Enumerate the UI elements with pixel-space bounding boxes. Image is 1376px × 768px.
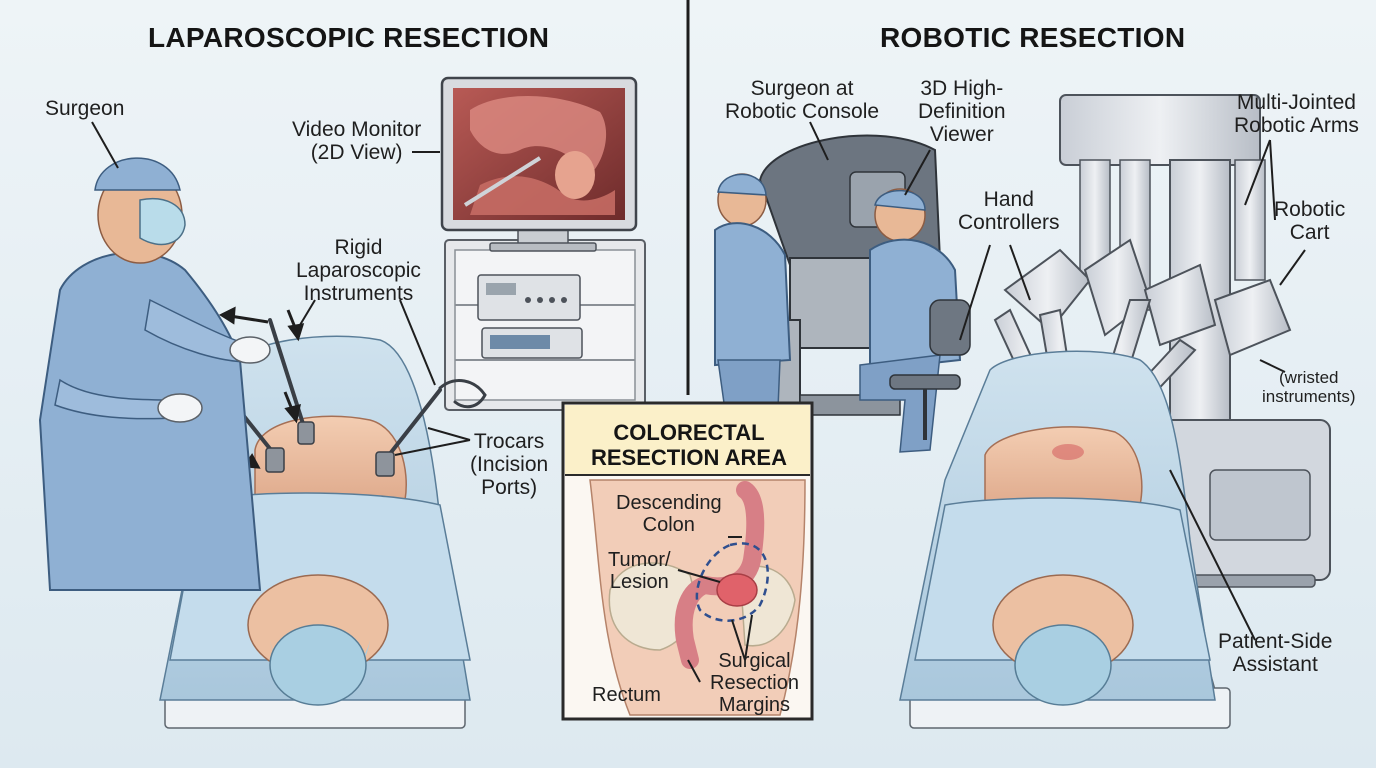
robotic-patient-head: [992, 574, 1134, 706]
surgeon-label: Surgeon: [45, 97, 125, 120]
rectum-label: Rectum: [592, 684, 661, 706]
incision-site: [1052, 444, 1084, 460]
leader-lines: [91, 121, 1306, 683]
colon-anatomy: [674, 481, 769, 669]
console-surgeon: [859, 188, 971, 453]
laparoscopic-surgeon: [38, 157, 271, 591]
laparoscopic-title: LAPAROSCOPIC RESECTION: [148, 22, 550, 53]
tumor-lesion-label: Tumor/Lesion: [608, 549, 671, 593]
robotic-title: ROBOTIC RESECTION: [880, 22, 1186, 53]
video-monitor: [440, 76, 638, 252]
video-monitor-label: Video Monitor(2D View): [292, 118, 422, 164]
monitor-cart: [444, 239, 646, 411]
laparoscopic-patient-head: [247, 574, 389, 706]
